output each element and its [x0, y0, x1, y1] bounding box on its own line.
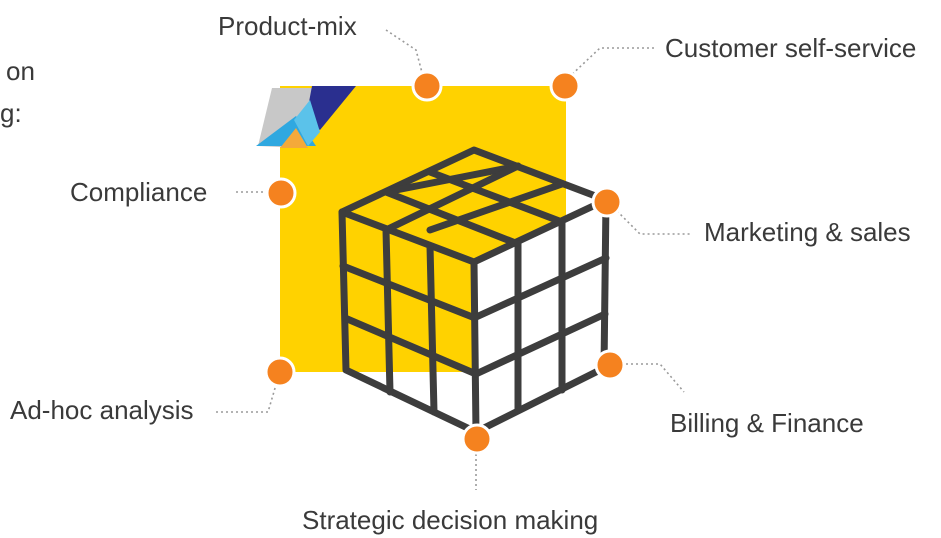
marker-marketing-sales[interactable]: [591, 186, 623, 218]
connector-ad-hoc-analysis: [216, 377, 279, 413]
label-ad-hoc-analysis: Ad-hoc analysis: [10, 395, 194, 425]
markers: [264, 70, 626, 455]
label-compliance: Compliance: [70, 177, 208, 207]
connector-marketing-sales: [609, 203, 690, 235]
marker-strategic-decision[interactable]: [461, 423, 493, 455]
label-customer-self-service: Customer self-service: [665, 33, 917, 63]
label-marketing-sales: Marketing & sales: [704, 217, 911, 247]
corner-shards-icon: [256, 86, 356, 148]
connector-lines: [216, 29, 690, 490]
intro-fragment-line1: on: [6, 56, 35, 86]
connector-product-mix: [385, 29, 425, 81]
rubiks-cube-icon: [338, 146, 610, 436]
connector-billing-finance: [616, 363, 685, 393]
marker-customer-self-service[interactable]: [549, 70, 581, 102]
connector-customer-self-service: [565, 47, 654, 81]
label-billing-finance: Billing & Finance: [670, 408, 864, 438]
label-product-mix: Product-mix: [218, 11, 357, 41]
label-strategic-decision-making: Strategic decision making: [302, 505, 599, 535]
intro-fragment-line2: g:: [0, 98, 22, 128]
marker-billing-finance[interactable]: [594, 349, 626, 381]
marker-product-mix[interactable]: [411, 70, 443, 102]
marker-compliance[interactable]: [265, 177, 297, 209]
marker-ad-hoc-analysis[interactable]: [264, 356, 296, 388]
